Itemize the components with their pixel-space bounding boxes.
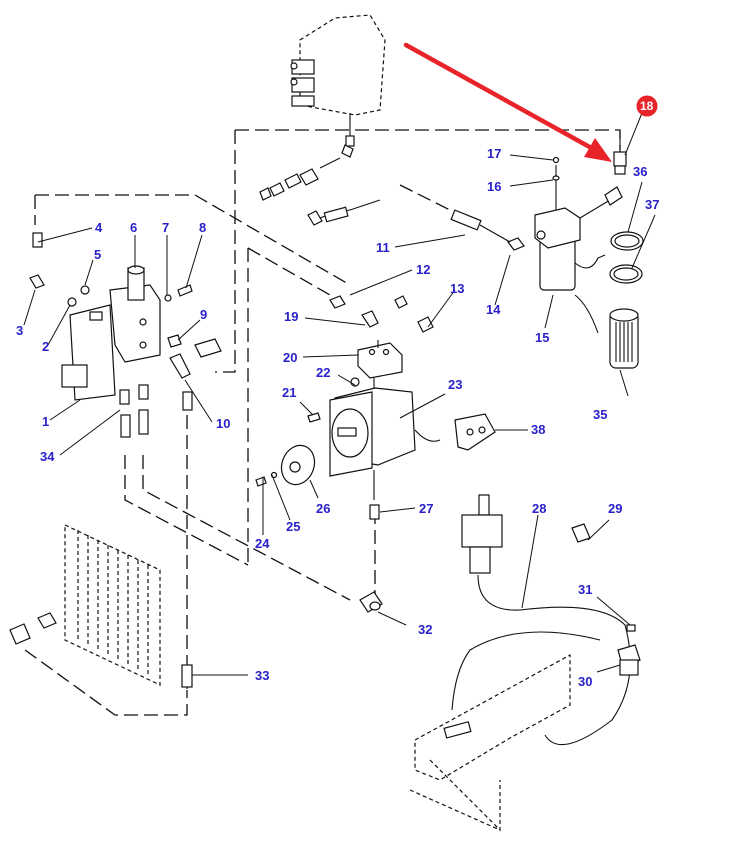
electrical-components bbox=[409, 494, 641, 832]
callout-13[interactable]: 13 bbox=[450, 281, 464, 296]
control-valve bbox=[290, 14, 386, 158]
oil-cooler bbox=[9, 524, 193, 688]
callout-10[interactable]: 10 bbox=[216, 416, 230, 431]
callout-18[interactable]: 18 bbox=[640, 99, 654, 113]
callout-38[interactable]: 38 bbox=[531, 422, 545, 437]
callout-26[interactable]: 26 bbox=[316, 501, 330, 516]
callout-32[interactable]: 32 bbox=[418, 622, 432, 637]
callout-31[interactable]: 31 bbox=[578, 582, 592, 597]
callout-15[interactable]: 15 bbox=[535, 330, 549, 345]
callout-24[interactable]: 24 bbox=[255, 536, 270, 551]
callout-20[interactable]: 20 bbox=[283, 350, 297, 365]
callout-6[interactable]: 6 bbox=[130, 220, 137, 235]
callout-16[interactable]: 16 bbox=[487, 179, 501, 194]
solenoid-valve-block bbox=[29, 232, 222, 438]
callout-5[interactable]: 5 bbox=[94, 247, 101, 262]
hose-fittings-11-14 bbox=[307, 199, 482, 231]
callout-14[interactable]: 14 bbox=[486, 302, 501, 317]
callout-3[interactable]: 3 bbox=[16, 323, 23, 338]
callout-4[interactable]: 4 bbox=[95, 220, 103, 235]
callout-34[interactable]: 34 bbox=[40, 449, 55, 464]
leader-lines bbox=[23, 112, 656, 676]
callout-33[interactable]: 33 bbox=[255, 668, 269, 683]
callout-23[interactable]: 23 bbox=[448, 377, 462, 392]
callout-19[interactable]: 19 bbox=[284, 309, 298, 324]
callout-12[interactable]: 12 bbox=[416, 262, 430, 277]
callout-28[interactable]: 28 bbox=[532, 501, 546, 516]
callout-9[interactable]: 9 bbox=[200, 307, 207, 322]
callout-35[interactable]: 35 bbox=[593, 407, 607, 422]
callout-21[interactable]: 21 bbox=[282, 385, 296, 400]
hydraulic-pump bbox=[255, 295, 496, 613]
filter-assembly bbox=[479, 130, 644, 369]
pressure-line-fittings bbox=[259, 157, 341, 201]
callout-30[interactable]: 30 bbox=[578, 674, 592, 689]
callout-37[interactable]: 37 bbox=[645, 197, 659, 212]
callout-22[interactable]: 22 bbox=[316, 365, 330, 380]
callout-1[interactable]: 1 bbox=[42, 414, 49, 429]
callout-17[interactable]: 17 bbox=[487, 146, 501, 161]
highlight-arrow bbox=[403, 42, 612, 162]
callout-labels: 1 2 3 4 5 6 7 8 9 10 11 12 13 14 15 16 1… bbox=[16, 95, 659, 689]
callout-25[interactable]: 25 bbox=[286, 519, 300, 534]
callout-2[interactable]: 2 bbox=[42, 339, 49, 354]
callout-36[interactable]: 36 bbox=[633, 164, 647, 179]
callout-8[interactable]: 8 bbox=[199, 220, 206, 235]
callout-11[interactable]: 11 bbox=[376, 240, 390, 255]
callout-18-highlighted[interactable]: 18 bbox=[636, 95, 658, 117]
callout-29[interactable]: 29 bbox=[608, 501, 622, 516]
callout-27[interactable]: 27 bbox=[419, 501, 433, 516]
callout-7[interactable]: 7 bbox=[162, 220, 169, 235]
